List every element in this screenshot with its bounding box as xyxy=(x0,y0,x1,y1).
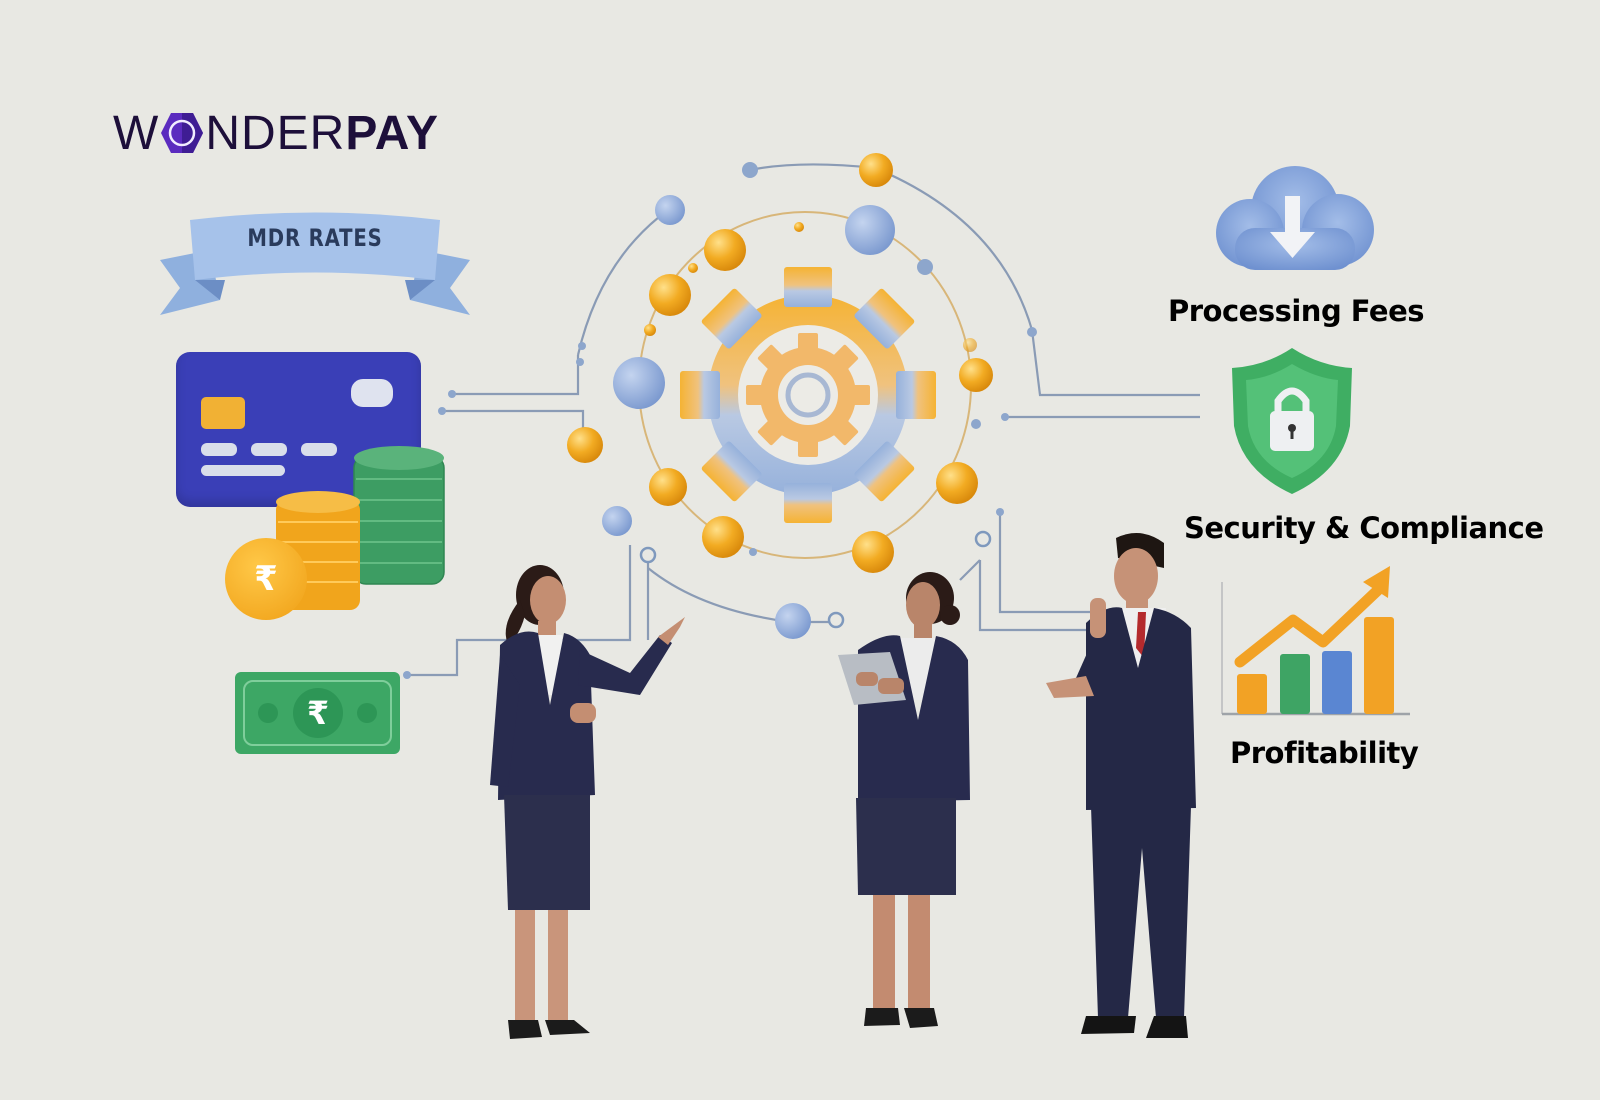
profitability-label: Profitability xyxy=(1230,736,1419,770)
cloud-download-icon xyxy=(1200,158,1385,282)
person-with-tablet xyxy=(838,560,998,1054)
card-number-block xyxy=(201,443,237,456)
person-thinking xyxy=(1046,528,1216,1062)
person-presenter xyxy=(490,555,690,1059)
rupee-symbol: ₹ xyxy=(306,694,330,732)
logo-text-nder: NDER xyxy=(205,106,346,160)
processing-fees-label: Processing Fees xyxy=(1168,294,1425,328)
rupee-coin-icon: ₹ xyxy=(225,538,307,620)
shield-lock-icon xyxy=(1230,346,1355,500)
card-name-block xyxy=(201,465,285,476)
banknote-dot xyxy=(258,703,278,723)
growth-chart-icon xyxy=(1218,562,1413,726)
logo-hexagon-icon xyxy=(160,110,204,156)
security-compliance-label: Security & Compliance xyxy=(1184,511,1544,545)
banknote-border xyxy=(243,680,392,746)
credit-card-icon xyxy=(176,352,421,507)
logo-text-pay: PAY xyxy=(345,106,440,160)
banknote-rupee-icon: ₹ xyxy=(293,688,343,738)
mdr-rates-label: MDR RATES xyxy=(247,224,383,252)
green-coin-stack-icon xyxy=(352,444,447,598)
mdr-rates-ribbon xyxy=(150,210,480,324)
banknote-dot xyxy=(357,703,377,723)
wonderpay-logo: W NDER PAY xyxy=(113,106,440,160)
logo-letter-w: W xyxy=(113,106,160,160)
rupee-banknote-icon: ₹ xyxy=(235,672,400,754)
gear-icon xyxy=(678,265,938,529)
card-number-block xyxy=(251,443,287,456)
card-number-block xyxy=(301,443,337,456)
card-chip-icon xyxy=(201,397,245,429)
rupee-symbol: ₹ xyxy=(254,559,278,599)
card-contactless-icon xyxy=(351,379,393,407)
